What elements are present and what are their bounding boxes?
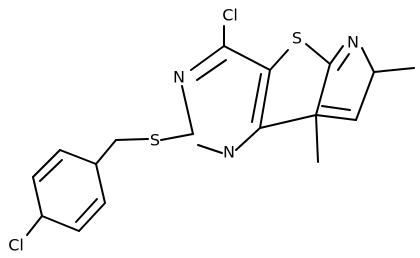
bond bbox=[305, 43, 331, 65]
bond bbox=[75, 198, 98, 223]
bond bbox=[95, 163, 106, 204]
atom-label-n-pyridine: N bbox=[347, 33, 359, 52]
atom-label-n-lower: N bbox=[223, 143, 235, 162]
bond bbox=[78, 202, 106, 232]
bond bbox=[355, 71, 375, 121]
bond bbox=[41, 215, 80, 232]
bond bbox=[361, 47, 375, 73]
bond bbox=[269, 49, 289, 71]
bond bbox=[196, 59, 227, 81]
atom-label-cl-top: Cl bbox=[222, 6, 238, 25]
bond bbox=[329, 45, 344, 65]
atom-label-cl-bottom: Cl bbox=[8, 236, 24, 255]
bond bbox=[259, 114, 317, 129]
bond bbox=[259, 69, 271, 129]
bond bbox=[32, 149, 61, 178]
bond bbox=[235, 127, 261, 151]
thioether-bond bbox=[160, 133, 194, 141]
bond bbox=[39, 159, 63, 182]
bond bbox=[197, 144, 223, 154]
chloro-bond-bottom bbox=[26, 215, 43, 236]
bond bbox=[251, 73, 262, 123]
pyrimidine-ring bbox=[181, 45, 271, 154]
atom-label-s-thioether: S bbox=[150, 131, 160, 150]
thiophene-ring bbox=[259, 43, 331, 129]
bond bbox=[181, 85, 194, 135]
bond bbox=[315, 114, 357, 121]
atom-label-s-thiophene: S bbox=[292, 29, 302, 48]
benzyl-bond bbox=[95, 139, 117, 165]
bond bbox=[190, 45, 225, 71]
benzene-ring bbox=[32, 149, 106, 232]
methyl-bond-upper bbox=[373, 67, 415, 73]
methyl-bond-lower bbox=[315, 114, 319, 163]
bond bbox=[321, 105, 351, 111]
methylene-bond bbox=[115, 138, 149, 141]
bond bbox=[315, 63, 331, 116]
bond bbox=[59, 149, 97, 165]
pyridine-ring bbox=[315, 45, 375, 121]
bond bbox=[337, 53, 350, 71]
bond bbox=[223, 45, 271, 71]
bond bbox=[32, 176, 43, 217]
atom-label-n-upper: N bbox=[173, 68, 185, 87]
